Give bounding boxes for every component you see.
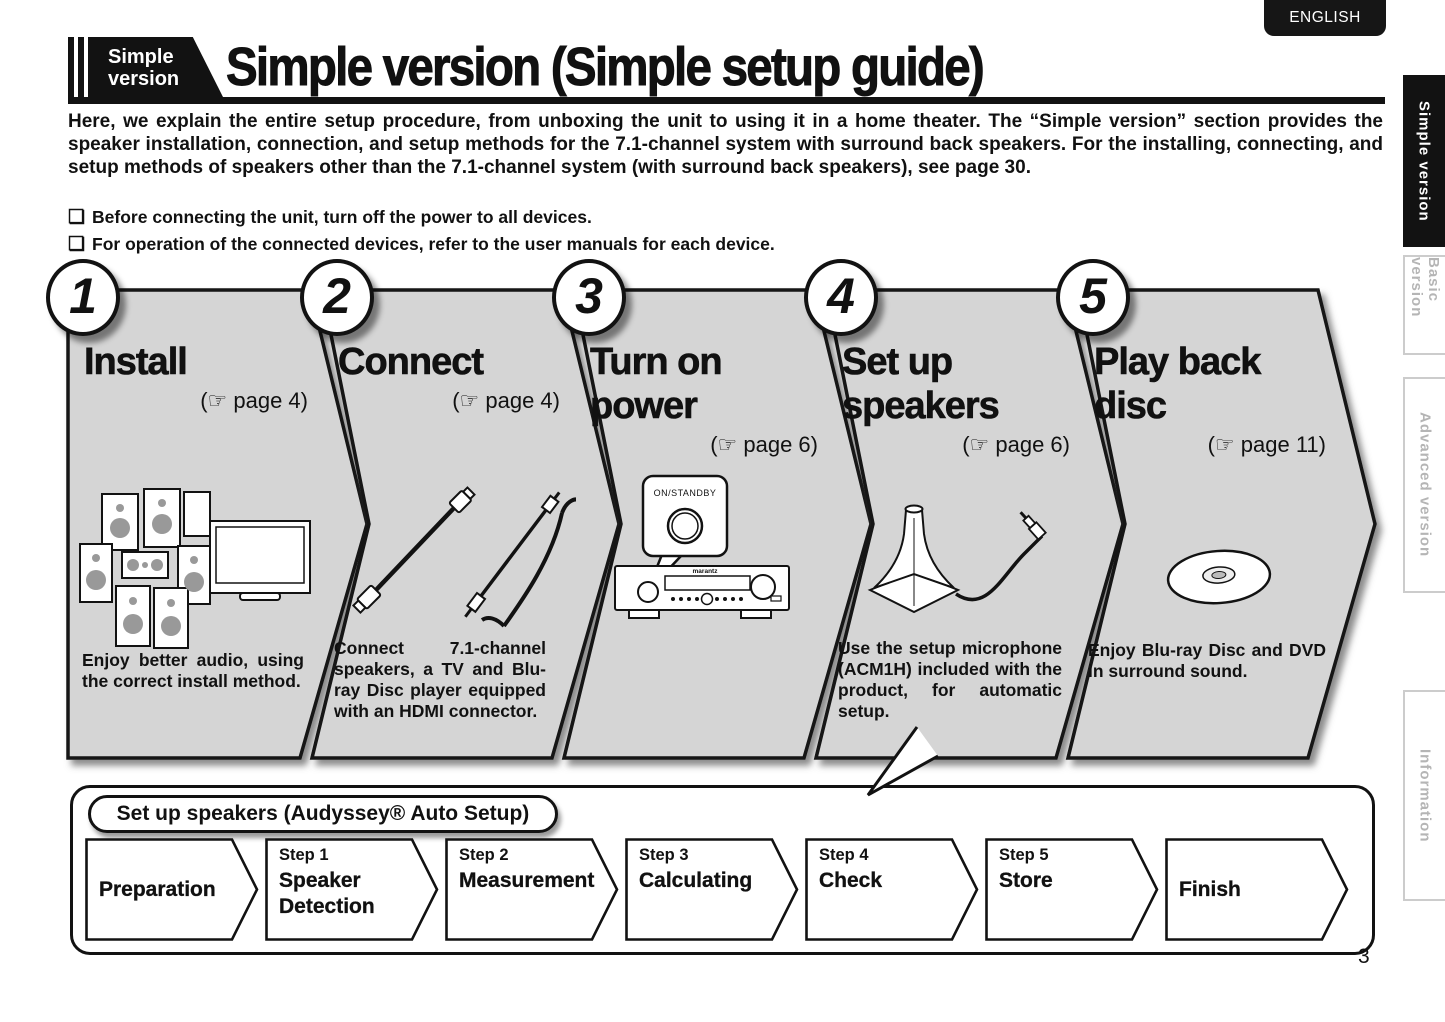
stripe: [68, 37, 74, 99]
step-panel-5-shape: [1065, 288, 1377, 760]
flow-step-name: Speaker Detection: [279, 869, 375, 918]
stripe: [88, 37, 94, 99]
step-4-number-badge: 4: [804, 259, 878, 336]
flow-arrow-shape: [85, 838, 259, 941]
tab-basic-version[interactable]: Basic version: [1403, 255, 1445, 355]
flow-step-name: Calculating: [639, 869, 753, 892]
on-standby-label: ON/STANDBY: [654, 488, 717, 498]
power-on-illustration: ON/STANDBY marantz: [614, 474, 790, 619]
page-title: Simple version (Simple setup guide): [226, 37, 986, 98]
flow-step-4: Step 4 Check: [805, 838, 979, 941]
step-4-page-ref[interactable]: (☞ page 6): [962, 432, 1070, 457]
flow-arrow-shape: [985, 838, 1159, 941]
step-3-page-ref[interactable]: (☞ page 6): [710, 432, 818, 457]
step-5-page-ref[interactable]: (☞ page 11): [1207, 432, 1326, 457]
stripe: [78, 37, 84, 99]
checkbox-icon: ❏: [68, 207, 86, 228]
flow-arrow-shape: [445, 838, 619, 941]
flow-step-label: Step 5: [999, 846, 1049, 864]
flow-step-3: Step 3 Calculating: [625, 838, 799, 941]
step-1-title: Install: [84, 341, 188, 384]
audyssey-setup-title: Set up speakers (Audyssey® Auto Setup): [88, 795, 558, 833]
flow-arrow-shape: [805, 838, 979, 941]
language-badge: ENGLISH: [1264, 0, 1386, 36]
flow-step-2: Step 2 Measurement: [445, 838, 619, 941]
flow-step-label: Step 2: [459, 846, 509, 864]
flow-step-label: Step 4: [819, 846, 869, 864]
step-3-title: Turn on power: [590, 341, 723, 428]
step-5-description: Enjoy Blu-ray Disc and DVD in surround s…: [1088, 640, 1326, 681]
flow-step-name: Check: [819, 869, 883, 892]
note-bullet-1-text: Before connecting the unit, turn off the…: [92, 207, 592, 227]
step-3-number-badge: 3: [552, 259, 626, 336]
flow-step-label: Step 3: [639, 846, 689, 864]
speaker-layout-illustration: [79, 488, 311, 649]
step-2-number-badge: 2: [300, 259, 374, 336]
panel4-callout-tail: [866, 726, 939, 797]
note-bullet-1: ❏ Before connecting the unit, turn off th…: [68, 206, 592, 229]
flow-step-5: Step 5 Store: [985, 838, 1159, 941]
flow-step-name: Finish: [1179, 877, 1241, 901]
intro-paragraph: Here, we explain the entire setup proced…: [68, 111, 1383, 178]
page-number: 3: [1358, 945, 1370, 968]
flow-step-name: Preparation: [99, 877, 216, 901]
title-rule: [68, 97, 1385, 104]
step-5-title: Play back disc: [1094, 341, 1262, 428]
section-badge-line2: version: [108, 68, 180, 90]
flow-arrow-shape: [1165, 838, 1349, 941]
step-4-description: Use the setup microphone (ACM1H) include…: [838, 638, 1062, 721]
section-badge: Simple version: [94, 37, 224, 99]
tab-advanced-version[interactable]: Advanced version: [1403, 377, 1445, 593]
checkbox-icon: ❏: [68, 234, 86, 255]
step-2-title: Connect: [338, 341, 485, 384]
flow-step-1: Step 1 Speaker Detection: [265, 838, 439, 941]
step-1-number-badge: 1: [46, 259, 120, 336]
flow-step-name: Store: [999, 869, 1053, 892]
step-5-number-badge: 5: [1056, 259, 1130, 336]
cables-illustration: [351, 486, 576, 628]
flow-step-finish: Finish: [1165, 838, 1349, 941]
tab-simple-version[interactable]: Simple version: [1403, 75, 1445, 247]
note-bullet-2: ❏ For operation of the connected devices,…: [68, 233, 775, 256]
step-1-description: Enjoy better audio, using the correct in…: [82, 650, 304, 691]
flow-step-label: Step 1: [279, 846, 329, 864]
flow-step-name: Measurement: [459, 869, 595, 892]
flow-arrow-shape: [265, 838, 439, 941]
note-bullet-2-text: For operation of the connected devices, …: [92, 234, 775, 254]
step-4-title: Set up speakers: [842, 341, 1000, 428]
receiver-front-panel: marantz: [614, 565, 790, 619]
tab-information[interactable]: Information: [1403, 690, 1445, 901]
section-badge-line1: Simple: [108, 46, 174, 68]
flow-arrow-shape: [625, 838, 799, 941]
step-1-page-ref[interactable]: (☞ page 4): [200, 388, 308, 413]
flow-step-preparation: Preparation: [85, 838, 259, 941]
receiver-brand: marantz: [693, 568, 719, 575]
disc-illustration: [1166, 549, 1272, 605]
step-panels-background: [66, 288, 1377, 760]
step-2-description: Connect 7.1-channel speakers, a TV and B…: [334, 638, 546, 721]
step-2-page-ref[interactable]: (☞ page 4): [452, 388, 560, 413]
setup-microphone-illustration: [867, 504, 1047, 614]
